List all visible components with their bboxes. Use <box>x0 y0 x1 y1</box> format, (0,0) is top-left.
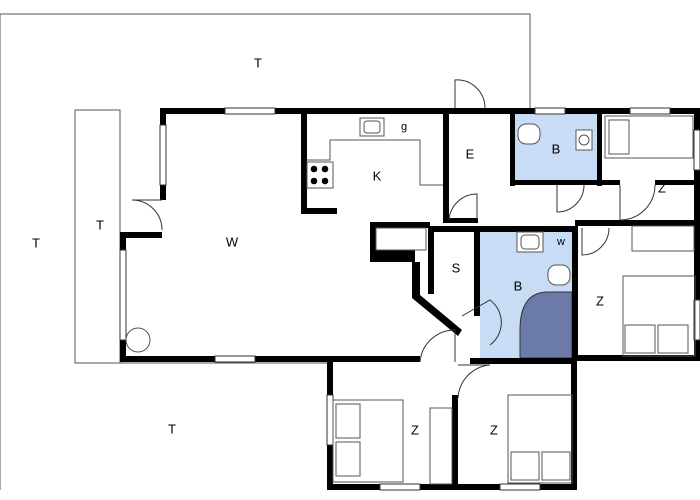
bed-top-right <box>604 115 694 159</box>
label-entry: E <box>466 146 475 161</box>
bath-fixtures <box>516 123 593 286</box>
windows <box>119 107 700 491</box>
label-bed-bottom-left: Z <box>411 422 419 437</box>
label-terrace-left-outer: T <box>32 235 40 250</box>
label-living: W <box>226 234 239 249</box>
label-bed-bottom-right: Z <box>490 422 498 437</box>
label-bed-top-right: Z <box>658 180 666 195</box>
toilet-mid <box>547 264 571 286</box>
label-terrace-left-inner: T <box>96 217 104 232</box>
label-storage: S <box>452 260 461 275</box>
beds <box>332 115 696 485</box>
kitchen-fixtures <box>125 117 443 353</box>
label-kitchen-g: g <box>401 121 407 133</box>
doors <box>131 79 656 399</box>
room-labels: T T T T W K g E B B w S Z Z Z Z <box>32 55 666 437</box>
sink-mid <box>516 231 544 253</box>
stove <box>306 161 334 189</box>
label-kitchen: K <box>373 168 382 183</box>
terrace-outlines <box>0 13 531 490</box>
walls <box>120 108 700 490</box>
toilet-top <box>517 123 541 145</box>
label-bath-mid: B <box>514 278 523 293</box>
label-bed-mid-right: Z <box>596 293 604 308</box>
label-bath-top: B <box>552 141 561 156</box>
kitchen-sink <box>359 117 385 137</box>
bed-mid-right <box>622 275 696 357</box>
fireplace-round <box>125 327 151 353</box>
shower-tray <box>519 291 573 359</box>
label-terrace-bottom: T <box>168 421 176 436</box>
bed-bottom-left <box>332 399 404 483</box>
bed-bottom-right <box>507 394 573 484</box>
label-bath-mid-w: w <box>556 236 565 248</box>
label-terrace-top: T <box>254 55 262 70</box>
